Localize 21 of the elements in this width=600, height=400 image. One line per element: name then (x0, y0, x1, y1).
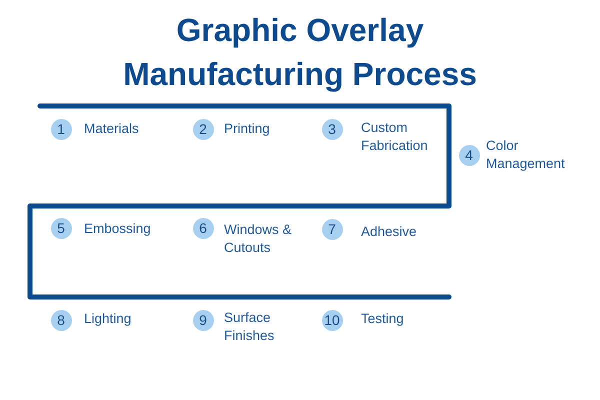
step-label: Surface Finishes (224, 309, 276, 345)
step-number-circle: 5 (50, 218, 72, 238)
step-number-circle: 4 (458, 144, 480, 166)
step-label: Printing (224, 120, 270, 138)
step-label: Embossing (84, 220, 151, 238)
step-label: Lighting (84, 310, 132, 328)
step-label: Adhesive (361, 223, 417, 241)
step-number-circle: 3 (322, 118, 342, 140)
step-number-circle: 7 (322, 218, 342, 240)
step-number-circle: 6 (192, 218, 214, 238)
step-number-circle: 10 (322, 310, 342, 330)
step-number-circle: 2 (192, 118, 214, 140)
step-label: Custom Fabrication (361, 119, 429, 155)
step-number-circle: 9 (192, 310, 214, 330)
step-label: Testing (361, 310, 404, 328)
step-label: Windows & Cutouts (224, 221, 293, 257)
step-label: Materials (84, 120, 139, 138)
title: Graphic Overlay Manufacturing Process (122, 11, 478, 94)
step-number-circle: 1 (50, 118, 72, 140)
step-number-circle: 8 (50, 310, 72, 330)
step-label: Color Management (486, 137, 566, 173)
